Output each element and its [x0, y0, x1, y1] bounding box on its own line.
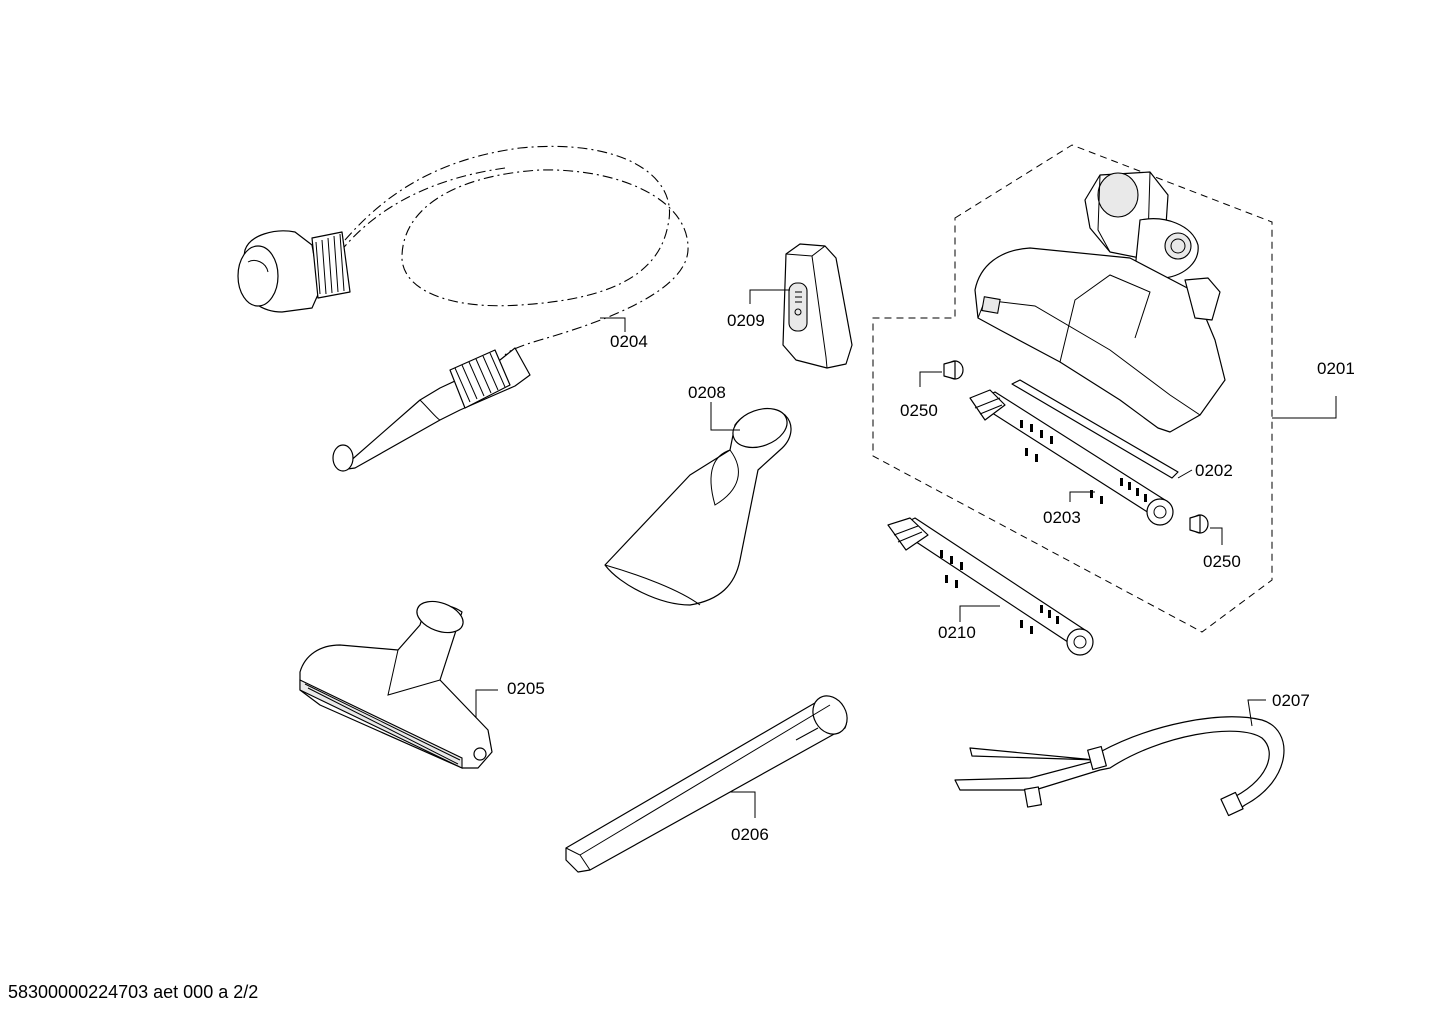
part-crevice-tool[interactable]	[565, 690, 854, 873]
callout-0203: 0203	[1043, 508, 1081, 527]
callout-0210: 0210	[938, 623, 976, 642]
leader-0205	[475, 689, 498, 718]
part-upholstery-tool[interactable]	[299, 596, 493, 769]
group-0201-outline	[872, 144, 1273, 633]
callout-0205: 0205	[507, 679, 545, 698]
leader-0203	[1069, 491, 1095, 502]
callout-0209: 0209	[727, 311, 765, 330]
leader-0208	[710, 402, 740, 431]
callout-0201: 0201	[1317, 359, 1355, 378]
leader-0250-lower	[1210, 527, 1223, 545]
callout-0206: 0206	[731, 825, 769, 844]
callout-0202: 0202	[1195, 461, 1233, 480]
callout-0207: 0207	[1272, 691, 1310, 710]
callout-0208: 0208	[688, 383, 726, 402]
part-shoulder-strap[interactable]	[954, 716, 1285, 817]
leader-0206	[730, 791, 756, 818]
part-brush-roll-spare[interactable]	[887, 517, 1094, 656]
part-brush-roll-main[interactable]	[969, 389, 1174, 526]
part-holder-clip[interactable]	[782, 243, 853, 369]
part-upholstery-nozzle[interactable]	[604, 402, 792, 606]
part-bushing-upper[interactable]	[943, 360, 964, 380]
leader-0202	[1177, 469, 1193, 479]
leader-0201	[1272, 396, 1337, 419]
part-bushing-lower[interactable]	[1189, 514, 1209, 534]
part-sealing-strip[interactable]	[1011, 379, 1179, 479]
callout-0250-lower: 0250	[1203, 552, 1241, 571]
leader-0207	[1247, 699, 1266, 727]
callout-0204: 0204	[610, 332, 648, 351]
leader-0204	[600, 317, 626, 332]
leader-0250-upper	[919, 371, 942, 387]
leader-0210	[959, 605, 1000, 622]
leader-0209	[749, 289, 790, 304]
part-floor-head[interactable]	[974, 171, 1226, 433]
document-id-footer: 58300000224703 aet 000 a 2/2	[8, 982, 259, 1002]
callout-0250-upper: 0250	[900, 401, 938, 420]
part-hose-assembly[interactable]	[237, 145, 689, 472]
